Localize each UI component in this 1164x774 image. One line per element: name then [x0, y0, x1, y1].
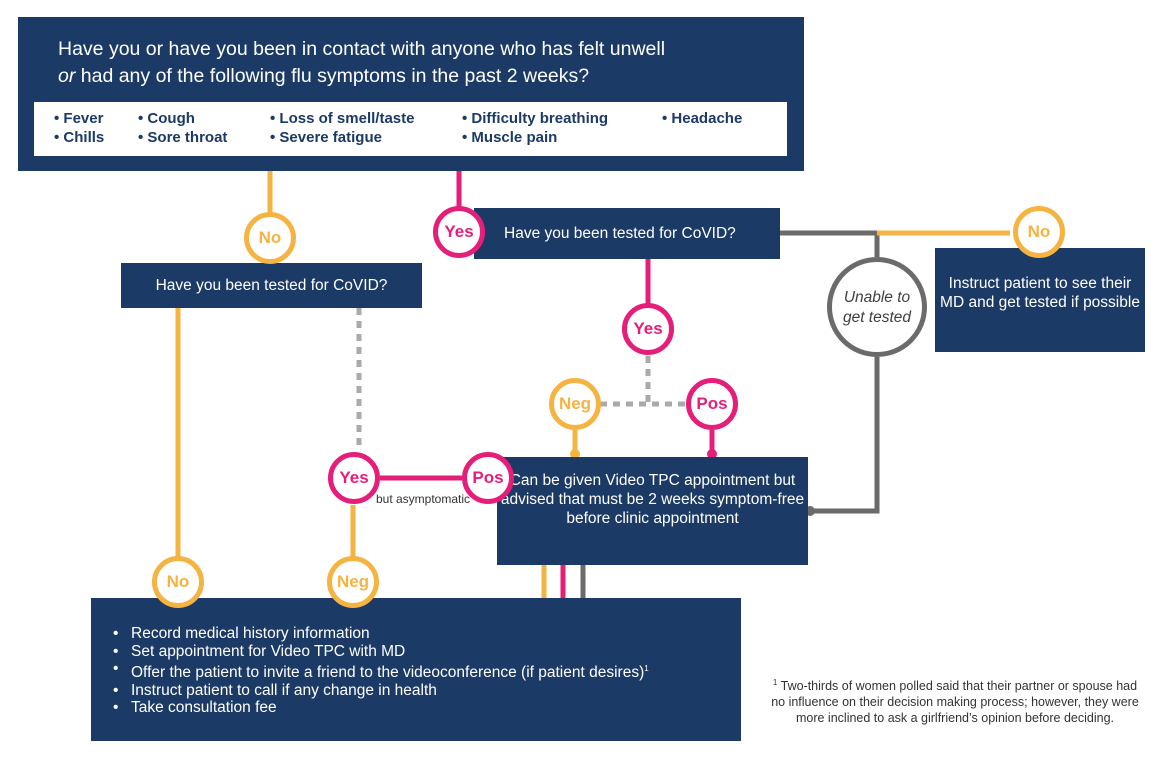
symptom-item: • Headache — [662, 110, 743, 127]
symptom-question-box: Have you or have you been in contact wit… — [18, 17, 804, 171]
pos-circle: Pos — [686, 378, 738, 430]
yes-circle: Yes — [433, 206, 485, 258]
symptom-item: • Loss of smell/taste — [270, 110, 415, 127]
footnote-marker: 1 — [644, 664, 649, 673]
video-appointment-box: Can be given Video TPC appointment but a… — [497, 457, 808, 565]
footnote-marker: 1 — [772, 678, 778, 687]
action-item: Record medical history information — [113, 625, 741, 643]
no-circle: No — [152, 556, 204, 608]
action-item: Offer the patient to invite a friend to … — [113, 660, 741, 682]
unable-to-test-circle: Unable to get tested — [827, 257, 927, 357]
action-item: Set appointment for Video TPC with MD — [113, 643, 741, 661]
symptom-question-or: or — [58, 65, 76, 87]
symptom-item: • Severe fatigue — [270, 129, 382, 146]
instruct-box: Instruct patient to see their MD and get… — [935, 248, 1145, 352]
neg-circle: Neg — [327, 556, 379, 608]
neg-circle: Neg — [549, 378, 601, 430]
symptom-item: • Sore throat — [138, 129, 228, 146]
action-item-text: Offer the patient to invite a friend to … — [131, 664, 645, 682]
pos-circle: Pos — [462, 452, 514, 504]
symptom-item: • Muscle pain — [462, 129, 558, 146]
tested-question-mid: Have you been tested for CoVID? — [474, 208, 780, 259]
actions-list: Record medical history information Set a… — [113, 625, 741, 717]
no-circle: No — [244, 212, 296, 264]
actions-box: Record medical history information Set a… — [91, 598, 741, 741]
tested-question-left: Have you been tested for CoVID? — [121, 263, 422, 308]
symptom-item: • Difficulty breathing — [462, 110, 609, 127]
symptom-question: Have you or have you been in contact wit… — [58, 36, 798, 90]
no-circle: No — [1013, 206, 1065, 258]
symptom-list: • Fever • Chills • Cough • Sore throat •… — [32, 100, 789, 158]
symptom-item: • Fever — [54, 110, 104, 127]
footnote-text: Two-thirds of women polled said that the… — [771, 679, 1139, 726]
symptom-question-line2: had any of the following flu symptoms in… — [75, 65, 590, 87]
symptom-question-line1: Have you or have you been in contact wit… — [58, 38, 666, 60]
symptom-item: • Cough — [138, 110, 195, 127]
yes-circle: Yes — [622, 303, 674, 355]
action-item: Take consultation fee — [113, 699, 741, 717]
yes-circle: Yes — [328, 452, 380, 504]
footnote: 1 Two-thirds of women polled said that t… — [770, 675, 1140, 726]
action-item: Instruct patient to call if any change i… — [113, 682, 741, 700]
but-asymptomatic-label: but asymptomatic — [375, 492, 471, 506]
symptom-item: • Chills — [54, 129, 105, 146]
